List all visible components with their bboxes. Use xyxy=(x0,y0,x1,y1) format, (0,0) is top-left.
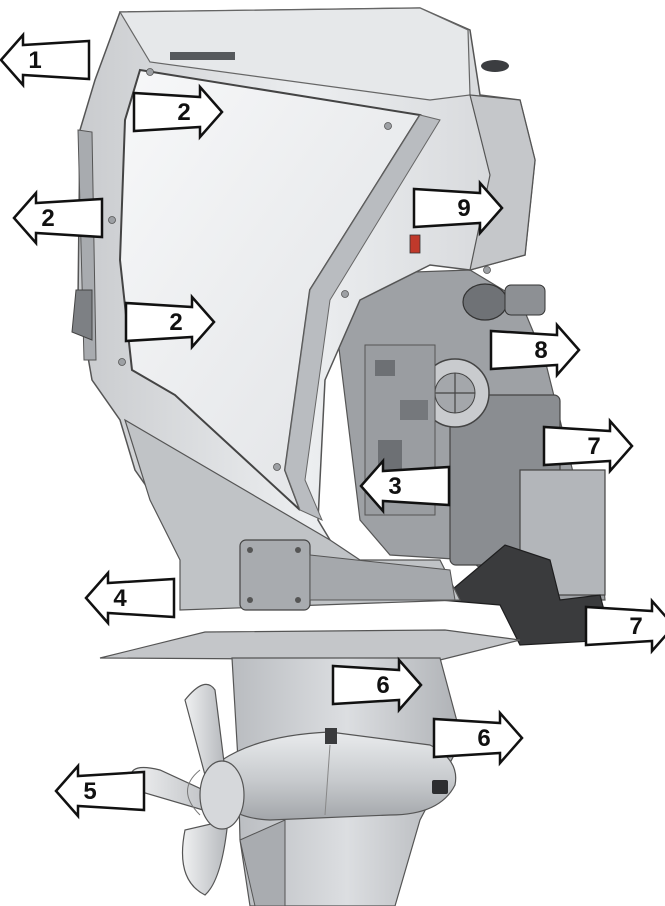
callout-number: 8 xyxy=(534,337,547,364)
callout-arrow-shape xyxy=(412,179,504,237)
torpedo-housing xyxy=(217,731,457,821)
callout-7-c7b: 7 xyxy=(584,597,665,655)
callout-arrow-shape xyxy=(132,83,224,141)
callout-number: 6 xyxy=(477,725,490,752)
propeller xyxy=(130,683,245,896)
callout-number: 9 xyxy=(457,195,470,222)
callout-6-c6b: 6 xyxy=(432,709,524,767)
engine-illustration xyxy=(71,7,613,906)
callout-8-c8a: 8 xyxy=(489,321,581,379)
callout-number: 7 xyxy=(629,613,642,640)
transom-bracket xyxy=(438,544,613,646)
callout-number: 4 xyxy=(113,585,127,612)
callout-arrow-shape xyxy=(542,417,634,475)
callout-layer: 1 2 2 2 3 4 5 6 6 7 7 8 9 xyxy=(0,31,665,820)
callout-arrow-shape xyxy=(124,293,216,351)
callout-number: 6 xyxy=(376,672,389,699)
callout-7-c7a: 7 xyxy=(542,417,634,475)
anti-ventilation-plate xyxy=(99,629,521,661)
callout-9-c9a: 9 xyxy=(412,179,504,237)
callout-number: 2 xyxy=(177,99,190,126)
callout-6-c6a: 6 xyxy=(331,656,423,714)
callout-4-c4a: 4 xyxy=(84,569,176,627)
callout-number: 2 xyxy=(169,309,182,336)
callout-number: 3 xyxy=(388,473,401,500)
steering-fitting xyxy=(462,283,508,321)
callout-arrow-shape xyxy=(359,457,451,515)
skeg xyxy=(239,819,286,906)
callout-2-c2b: 2 xyxy=(12,189,104,247)
callout-5-c5a: 5 xyxy=(54,762,146,820)
callout-2-c2c: 2 xyxy=(124,293,216,351)
callout-3-c3a: 3 xyxy=(359,457,451,515)
callout-arrow-shape xyxy=(12,189,104,247)
callout-number: 5 xyxy=(83,778,96,805)
vent-slot xyxy=(170,52,235,60)
callout-arrow-shape xyxy=(489,321,581,379)
callout-number: 1 xyxy=(28,47,41,74)
callout-arrow-shape xyxy=(584,597,665,655)
callout-1-c1a: 1 xyxy=(0,31,91,89)
callout-number: 2 xyxy=(41,205,54,232)
status-indicator xyxy=(409,234,421,254)
callout-arrow-shape xyxy=(331,656,423,714)
callout-arrow-shape xyxy=(54,762,146,820)
panel-screws xyxy=(108,68,491,471)
callout-number: 7 xyxy=(587,433,600,460)
callout-arrow-shape xyxy=(432,709,524,767)
callout-arrow-shape xyxy=(0,31,91,89)
callout-arrow-shape xyxy=(84,569,176,627)
callout-2-c2a: 2 xyxy=(132,83,224,141)
